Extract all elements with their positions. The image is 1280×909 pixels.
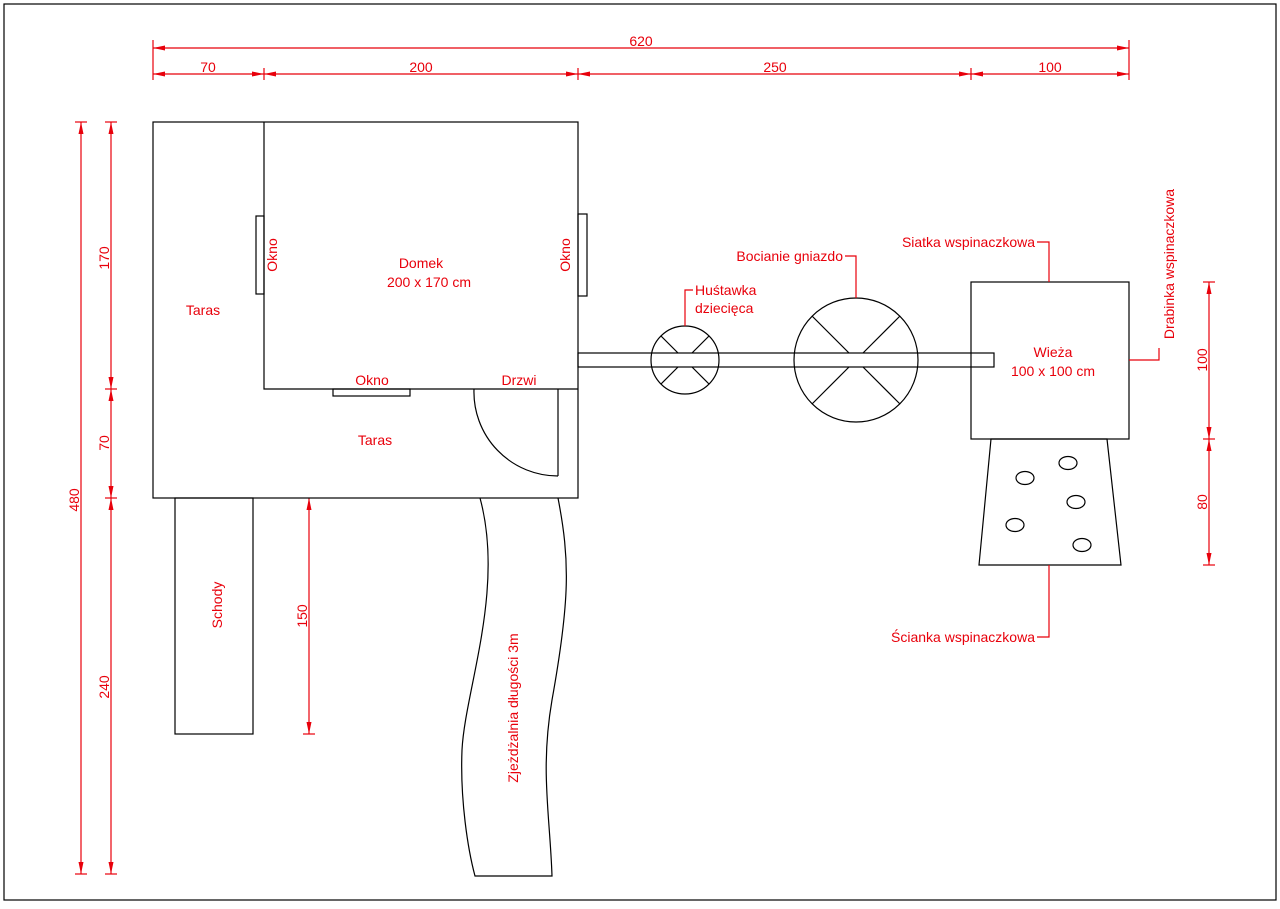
label-window-left: Okno — [264, 238, 280, 272]
dimension-right: 100 80 — [1194, 281, 1215, 566]
label-stork-nest: Bocianie gniazdo — [736, 248, 843, 264]
stairs-outline — [174, 497, 254, 735]
label-climbing-wall: Ścianka wspinaczkowa — [891, 628, 1035, 645]
label-door: Drzwi — [502, 372, 537, 388]
dim-100-right: 100 — [1194, 348, 1210, 372]
dim-620: 620 — [629, 33, 653, 49]
dimension-left-segments: 170 70 240 — [96, 121, 117, 875]
door-swing-arc — [473, 388, 559, 477]
dimension-top-total: 620 — [152, 33, 1130, 80]
slide-outline — [461, 497, 567, 877]
climbing-hold — [1005, 517, 1025, 533]
dim-250-top: 250 — [763, 59, 787, 75]
dim-200-top: 200 — [409, 59, 433, 75]
house-outline — [263, 122, 578, 390]
dim-150: 150 — [294, 604, 310, 628]
label-swing-line1: Huśtawka — [695, 282, 757, 298]
label-house-size: 200 x 170 cm — [387, 274, 471, 290]
label-slide: Zjeżdżalnia długości 3m — [505, 633, 521, 782]
dim-480: 480 — [66, 488, 82, 512]
climbing-wall-outline — [978, 438, 1122, 566]
label-tower-size: 100 x 100 cm — [1011, 363, 1095, 379]
window-right — [577, 213, 588, 297]
label-terrace-left: Taras — [186, 302, 220, 318]
leader-swing — [684, 289, 693, 326]
dim-240: 240 — [96, 675, 112, 699]
window-bottom — [332, 388, 411, 397]
climbing-hold — [1015, 470, 1035, 486]
dimension-slide-offset: 150 — [294, 498, 315, 735]
label-stairs: Schody — [209, 582, 225, 629]
stork-nest — [793, 297, 919, 423]
tower-outline — [970, 281, 1130, 440]
dimension-top-segments: 70 200 250 100 — [153, 59, 1129, 80]
dim-70-left: 70 — [96, 435, 112, 451]
dim-80: 80 — [1194, 494, 1210, 510]
sheet-frame — [3, 3, 1277, 901]
beam — [577, 352, 995, 368]
label-window-bottom: Okno — [355, 372, 389, 388]
dim-70-top: 70 — [200, 59, 216, 75]
label-ladder: Drabinka wspinaczkowa — [1161, 189, 1177, 339]
label-climbing-net: Siatka wspinaczkowa — [902, 234, 1035, 250]
window-left — [255, 215, 265, 295]
climbing-hold — [1072, 537, 1092, 553]
dim-170: 170 — [96, 246, 112, 270]
label-window-right: Okno — [557, 238, 573, 272]
climbing-hold — [1066, 494, 1086, 510]
child-swing — [650, 325, 720, 395]
leader-climbing-wall — [1037, 565, 1050, 638]
leader-stork-nest — [845, 255, 857, 298]
label-tower: Wieża — [1034, 344, 1073, 360]
leader-climbing-net — [1037, 241, 1050, 282]
label-swing-line2: dziecięca — [695, 300, 754, 316]
dim-100-top: 100 — [1038, 59, 1062, 75]
climbing-holds — [1005, 455, 1092, 553]
climbing-hold — [1058, 455, 1078, 471]
label-terrace-bottom: Taras — [358, 432, 392, 448]
leader-ladder — [1129, 348, 1160, 361]
label-house: Domek — [399, 255, 444, 271]
dimension-left-total: 480 — [66, 121, 87, 875]
platform-outline — [152, 121, 579, 499]
